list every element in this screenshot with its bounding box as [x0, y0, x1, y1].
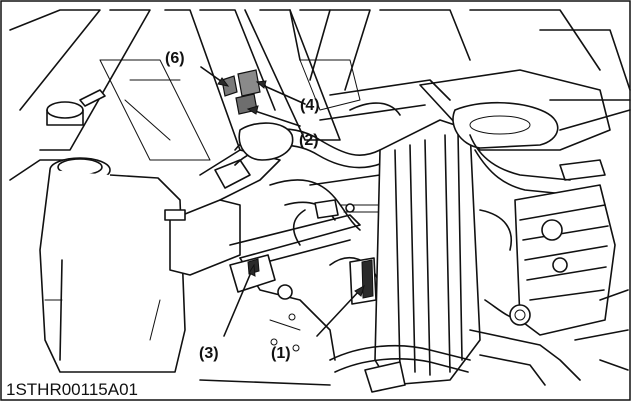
- decal-4: [237, 69, 261, 97]
- leader-lines: [200, 66, 365, 337]
- frame-rail: [164, 149, 361, 361]
- figure-code: 1STHR00115A01: [6, 380, 138, 399]
- lower-pipes: [199, 344, 471, 393]
- engine-block: [349, 69, 629, 386]
- callout-label-6: (6): [165, 50, 185, 67]
- callout-label-3: (3): [199, 345, 219, 362]
- decal-6: [221, 75, 238, 97]
- reservoir-tank: [39, 89, 186, 373]
- callout-label-2: (2): [299, 132, 319, 149]
- callout-label-1: (1): [271, 345, 291, 362]
- callout-label-4: (4): [300, 97, 320, 114]
- hose-runs: [234, 79, 451, 281]
- cab-frame: [9, 9, 631, 181]
- callout-1-component: [361, 259, 374, 299]
- figure-code-backing: [2, 378, 152, 399]
